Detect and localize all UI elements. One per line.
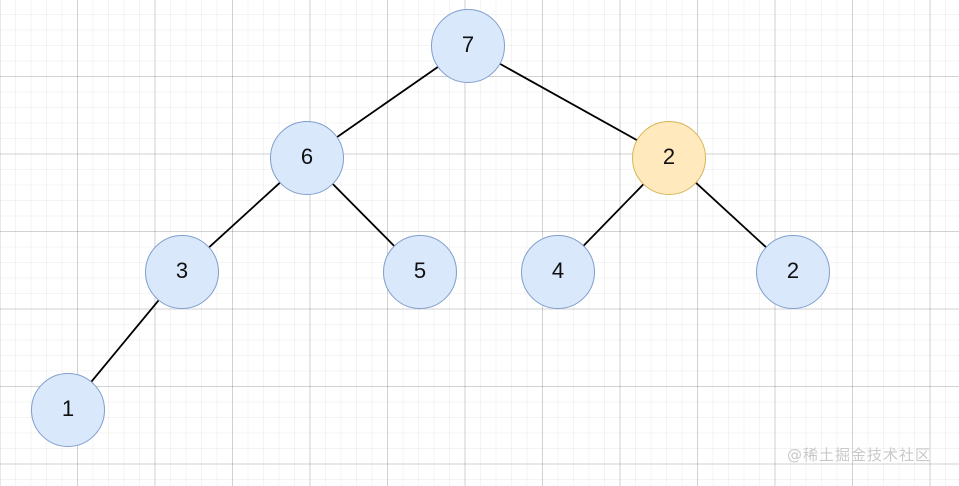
node-label: 5 xyxy=(413,258,427,283)
edge-2-to-4 xyxy=(582,183,645,247)
edge-3-to-1 xyxy=(90,299,160,383)
tree-node-2-leaf[interactable]: 2 xyxy=(756,235,830,309)
node-label: 2 xyxy=(786,258,800,283)
tree-node-6[interactable]: 6 xyxy=(270,121,344,195)
edge-7-to-2 xyxy=(499,63,638,141)
node-label: 2 xyxy=(662,144,676,169)
node-label: 3 xyxy=(175,258,189,283)
node-label: 7 xyxy=(461,32,475,57)
tree-node-1[interactable]: 1 xyxy=(31,373,105,447)
node-label: 6 xyxy=(300,144,314,169)
edge-6-to-3 xyxy=(208,182,281,248)
edge-6-to-5 xyxy=(332,183,395,247)
edge-7-to-6 xyxy=(336,66,439,138)
tree-node-4[interactable]: 4 xyxy=(521,235,595,309)
tree-node-5[interactable]: 5 xyxy=(383,235,457,309)
tree-node-3[interactable]: 3 xyxy=(145,235,219,309)
tree-node-2-highlighted[interactable]: 2 xyxy=(632,121,706,195)
tree-node-7-root[interactable]: 7 xyxy=(431,9,505,83)
edge-2-to-2 xyxy=(695,182,767,248)
node-label: 1 xyxy=(61,396,75,421)
watermark-label: @稀土掘金技术社区 xyxy=(787,446,932,464)
node-label: 4 xyxy=(551,258,565,283)
